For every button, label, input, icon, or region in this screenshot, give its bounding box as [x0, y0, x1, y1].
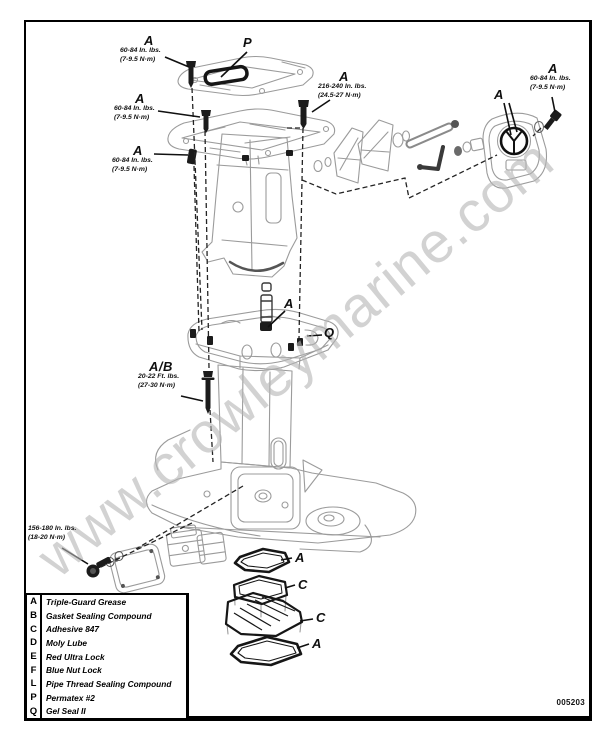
torque-metric: (27-30 N·m): [138, 381, 176, 389]
callout-screen-upper: C: [298, 577, 308, 592]
legend-label: Pipe Thread Sealing Compound: [46, 678, 172, 689]
callout-screen-gasket-bottom: A: [312, 636, 322, 651]
legend-label: Moly Lube: [46, 637, 88, 648]
screen-depth-lines: [226, 585, 302, 635]
torque-value: 20-22 Ft. lbs.: [138, 373, 180, 380]
driveshaft-housing: [201, 133, 298, 278]
legend-letter: F: [27, 663, 42, 678]
torque-metric: (24.5-27 N·m): [318, 91, 361, 99]
torque-value: 216-240 In. lbs.: [318, 83, 367, 90]
callout-letter: A: [144, 33, 154, 48]
legend-row: P Permatex #2: [27, 690, 186, 705]
callout-top-bolt: A 60-84 In. lbs. (7-9.5 N·m): [120, 34, 178, 64]
callout-letter: A: [133, 143, 143, 158]
callout-pump-face: A: [494, 87, 504, 102]
torque-metric: (7-9.5 N·m): [120, 55, 156, 63]
legend-letter: Q: [27, 704, 42, 719]
legend-row: A Triple-Guard Grease: [27, 595, 186, 609]
legend-label: Permatex #2: [46, 692, 95, 703]
water-screens: [224, 547, 304, 667]
callout-center-bolt: A 216-240 In. lbs. (24.5-27 N·m): [318, 70, 370, 100]
legend-row: C Adhesive 847: [27, 622, 186, 637]
figure-number: 005203: [556, 698, 585, 707]
torque-value: 60-84 In. lbs.: [112, 157, 153, 164]
clamp-blocks: [166, 524, 227, 567]
bolts: [86, 61, 562, 578]
gasket-bead: [203, 64, 249, 87]
legend-letter: L: [27, 677, 42, 691]
legend-letter: B: [27, 608, 42, 623]
callout-letter: A: [339, 69, 349, 84]
exhaust-housing: [145, 364, 417, 553]
gasket-plate-pair: [313, 119, 411, 184]
legend-row: L Pipe Thread Sealing Compound: [27, 677, 186, 691]
dowel-seal: [260, 282, 273, 331]
callout-gasket-p: P: [243, 35, 252, 50]
legend-label: Red Ultra Lock: [46, 651, 105, 662]
legend-letter: E: [27, 649, 42, 664]
lower-cover-plate: [167, 108, 336, 166]
legend-row: B Gasket Sealing Compound: [27, 608, 186, 623]
leader-lines: [61, 51, 556, 649]
shift-linkage: [405, 120, 485, 171]
callout-anode-screw: 156-180 In. lbs. (18-20 N·m): [28, 525, 98, 542]
torque-metric: (18-20 N·m): [28, 533, 66, 541]
dashed-alignment-lines: [100, 87, 542, 568]
torque-value: 60-84 In. lbs.: [120, 47, 161, 54]
torque-metric: (7-9.5 N·m): [114, 113, 150, 121]
legend-label: Adhesive 847: [46, 624, 100, 635]
legend-label: Blue Nut Lock: [46, 665, 102, 676]
callout-gel-seal-q: Q: [324, 325, 335, 340]
legend-row: Q Gel Seal II: [27, 704, 186, 719]
legend-row: E Red Ultra Lock: [27, 649, 186, 664]
legend-label: Gel Seal II: [46, 706, 86, 717]
legend-label: Gasket Sealing Compound: [46, 610, 152, 621]
callout-mid-bolt: A 60-84 In. lbs. (7-9.5 N·m): [114, 92, 166, 122]
torque-value: 60-84 In. lbs.: [530, 75, 571, 82]
anode-cover: [105, 543, 166, 594]
legend-letter: C: [27, 622, 42, 637]
callout-letter: A: [135, 91, 145, 106]
callout-screen-gasket-top: A: [295, 550, 305, 565]
callout-lower-bolt: A 60-84 In. lbs. (7-9.5 N·m): [112, 144, 164, 174]
callout-pump-screw: A 60-84 In. lbs. (7-9.5 N·m): [530, 62, 576, 92]
legend-row: F Blue Nut Lock: [27, 663, 186, 678]
legend-letter: P: [27, 690, 42, 705]
legend-letter: A: [27, 595, 42, 609]
callout-stud-bolt: A/B 20-22 Ft. lbs. (27-30 N·m): [138, 360, 184, 390]
torque-metric: (7-9.5 N·m): [112, 165, 148, 173]
exhaust-adapter-tray: [187, 308, 339, 372]
pump-face-seal: [497, 124, 531, 158]
legend-letter: D: [27, 636, 42, 650]
water-pump-housing: [482, 112, 548, 189]
callout-dowel: A: [284, 296, 294, 311]
torque-value: 156-180 In. lbs.: [28, 525, 77, 532]
callout-letter: A/B: [149, 359, 173, 374]
callout-letter: A: [548, 61, 558, 76]
callout-screen-lower: C: [316, 610, 326, 625]
legend-label: Triple-Guard Grease: [46, 596, 127, 607]
legend-row: D Moly Lube: [27, 636, 186, 650]
torque-value: 60-84 In. lbs.: [114, 105, 155, 112]
legend-table: A Triple-Guard Grease B Gasket Sealing C…: [25, 593, 189, 721]
torque-metric: (7-9.5 N·m): [530, 83, 566, 91]
